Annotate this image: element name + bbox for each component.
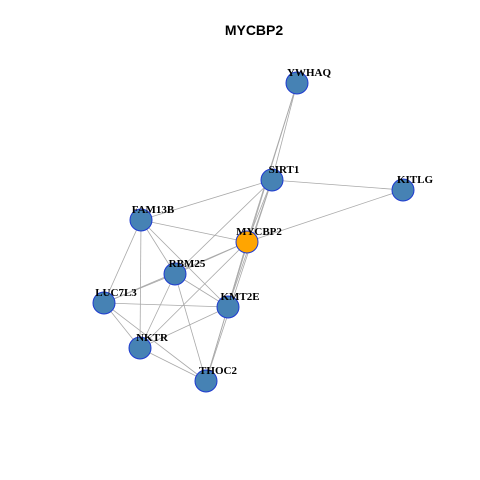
edge-nktr-thoc2	[139, 347, 207, 382]
node-label-fam13b: FAM13B	[132, 204, 175, 216]
node-label-rbm25: RBM25	[169, 258, 206, 270]
node-luc7l3: LUC7L3	[92, 287, 137, 315]
node-circle-kitlg	[391, 178, 415, 202]
node-label-ywhaq: YWHAQ	[287, 67, 331, 79]
edge-rbm25-nktr	[139, 273, 176, 349]
edge-fam13b-mycbp2	[140, 219, 248, 243]
edge-kmt2e-nktr	[139, 306, 229, 349]
edge-kitlg-mycbp2	[246, 189, 404, 243]
node-label-kitlg: KITLG	[397, 174, 434, 186]
node-nktr: NKTR	[128, 332, 169, 360]
node-label-thoc2: THOC2	[199, 365, 237, 377]
node-sirt1: SIRT1	[260, 164, 300, 192]
node-label-mycbp2: MYCBP2	[236, 226, 282, 238]
node-mycbp2: MYCBP2	[235, 226, 282, 254]
node-kitlg: KITLG	[391, 174, 434, 202]
node-label-sirt1: SIRT1	[269, 164, 300, 176]
node-label-nktr: NKTR	[136, 332, 169, 344]
node-circle-fam13b	[129, 208, 153, 232]
node-circle-sirt1	[260, 168, 284, 192]
node-label-luc7l3: LUC7L3	[95, 287, 137, 299]
node-thoc2: THOC2	[194, 365, 237, 393]
edge-sirt1-rbm25	[174, 179, 273, 275]
edge-luc7l3-kmt2e	[103, 302, 229, 308]
edge-ywhaq-kmt2e	[227, 82, 298, 308]
node-circle-rbm25	[163, 262, 187, 286]
edge-fam13b-luc7l3	[103, 219, 142, 304]
node-circle-mycbp2	[235, 230, 259, 254]
edge-ywhaq-sirt1	[271, 82, 298, 181]
node-kmt2e: KMT2E	[216, 291, 260, 319]
diagram-title: MYCBP2	[225, 22, 284, 38]
node-circle-luc7l3	[92, 291, 116, 315]
edge-fam13b-kmt2e	[140, 219, 229, 308]
edge-luc7l3-thoc2	[103, 302, 207, 382]
edge-sirt1-fam13b	[140, 179, 273, 221]
edge-rbm25-luc7l3	[103, 273, 176, 304]
edge-sirt1-thoc2	[205, 179, 273, 382]
edge-fam13b-nktr	[139, 219, 142, 349]
edge-rbm25-thoc2	[174, 273, 207, 382]
node-ywhaq: YWHAQ	[285, 67, 331, 95]
edge-kmt2e-thoc2	[205, 306, 229, 382]
node-fam13b: FAM13B	[129, 204, 175, 232]
edge-sirt1-kitlg	[271, 179, 404, 191]
edge-mycbp2-nktr	[139, 241, 248, 349]
node-circle-kmt2e	[216, 295, 240, 319]
node-circle-nktr	[128, 336, 152, 360]
node-circle-thoc2	[194, 369, 218, 393]
node-rbm25: RBM25	[163, 258, 206, 286]
node-circle-ywhaq	[285, 71, 309, 95]
node-label-kmt2e: KMT2E	[220, 291, 259, 303]
